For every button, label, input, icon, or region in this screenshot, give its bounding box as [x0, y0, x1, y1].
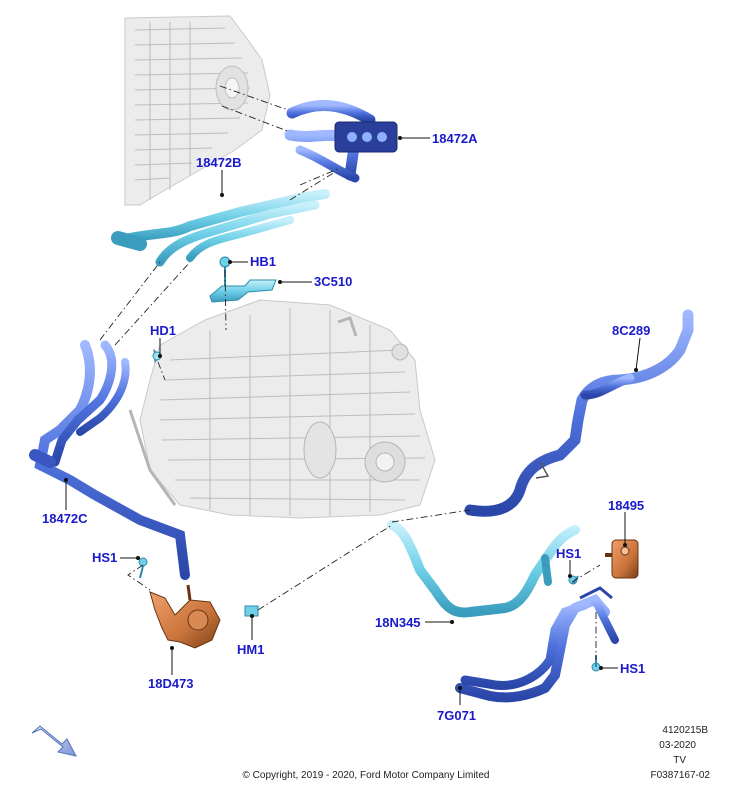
clip-HD1 — [152, 348, 162, 364]
callout-18495: 18495 — [608, 498, 644, 513]
document-number: F0387167-02 — [651, 770, 711, 781]
copyright-notice: © Copyright, 2019 - 2020, Ford Motor Com… — [243, 770, 490, 781]
hose-assembly-8C289 — [464, 309, 694, 517]
callout-18472B: 18472B — [196, 155, 242, 170]
callout-18472C: 18472C — [42, 511, 88, 526]
reference-number: 4120215B — [662, 725, 708, 736]
hose-assembly-18472C — [29, 340, 190, 580]
hose-assembly-7G071 — [455, 586, 634, 703]
callout-HD1: HD1 — [150, 323, 176, 338]
fastener-HM1 — [244, 605, 259, 617]
hose-assembly-18N345 — [387, 520, 580, 618]
callout-18472A: 18472A — [432, 131, 478, 146]
valve-18495 — [605, 539, 639, 579]
callout-HS1-right-bottom: HS1 — [620, 661, 645, 676]
view-code: TV — [673, 755, 686, 766]
upper-engine-illustration — [124, 15, 271, 206]
callout-7G071: 7G071 — [437, 708, 476, 723]
hose-assembly-18472A — [284, 100, 398, 183]
callout-HM1: HM1 — [237, 642, 264, 657]
callout-3C510: 3C510 — [314, 274, 352, 289]
assembly-lines — [99, 85, 601, 660]
fastener-HS1-right-top — [568, 575, 579, 585]
callout-18N345: 18N345 — [375, 615, 421, 630]
callout-18D473: 18D473 — [148, 676, 194, 691]
callout-8C289: 8C289 — [612, 323, 650, 338]
pump-18D473 — [149, 584, 221, 649]
callout-HS1-right-top: HS1 — [556, 546, 581, 561]
engine-block-illustration — [128, 299, 436, 519]
fastener-HS1-left — [138, 557, 148, 579]
bracket-3C510 — [209, 279, 277, 303]
hose-assembly-18472B — [111, 189, 330, 267]
front-direction-arrow-icon — [31, 725, 77, 757]
revision-date: 03-2020 — [659, 740, 696, 751]
leader-lines — [64, 136, 641, 705]
callout-HS1-left: HS1 — [92, 550, 117, 565]
callout-HB1: HB1 — [250, 254, 276, 269]
